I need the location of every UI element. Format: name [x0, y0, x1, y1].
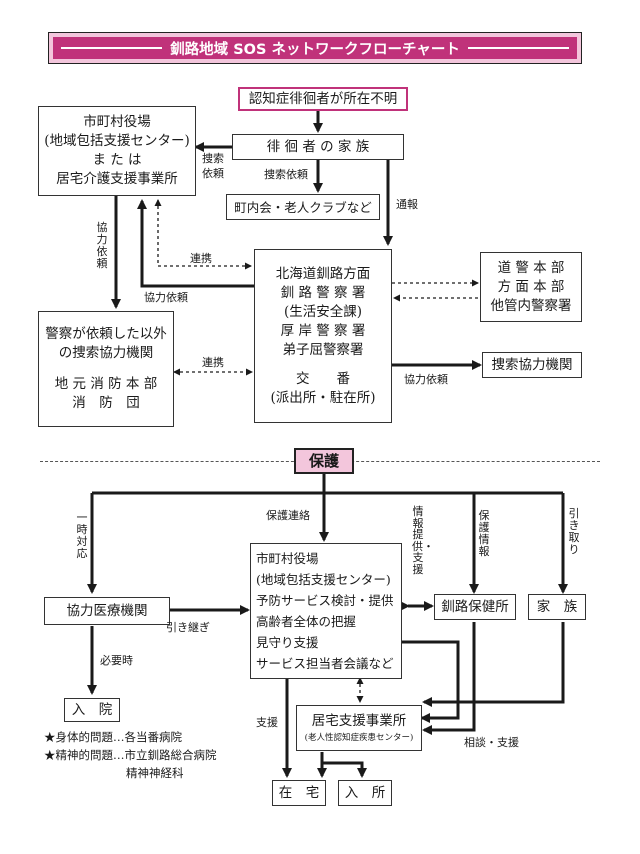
family-box: 徘 徊 者 の 家 族	[232, 134, 404, 160]
box-line: 市町村役場	[83, 114, 151, 130]
box-line: 方 面 本 部	[497, 278, 565, 295]
star-icon: ★	[44, 748, 56, 762]
box-line: の捜索協力機関	[58, 345, 154, 361]
note-item: ★身体的問題…各当番病院	[44, 728, 217, 746]
label-consult-support: 相談・支援	[464, 736, 519, 749]
arrow-care-to-admission	[322, 761, 367, 778]
label-search-request-2: 依頼	[202, 167, 224, 180]
health-center-box: 釧路保健所	[434, 594, 516, 620]
municipal-top-box: 市町村役場 (地域包括支援センター) ま た は 居宅介護支援事業所	[38, 106, 196, 196]
page-title: 釧路地域 SOS ネットワークフローチャート	[170, 41, 460, 58]
box-line: 認知症徘徊者が所在不明	[248, 90, 398, 107]
note-text: 精神神経科	[126, 766, 184, 780]
note-text: 精神的問題…市立釧路総合病院	[55, 748, 217, 762]
note-item: ★精神的問題…市立釧路総合病院	[44, 746, 217, 764]
admission-box: 入 所	[338, 780, 392, 806]
label-when-needed: 必要時	[100, 654, 133, 667]
box-line: 予防サービス検討・提供	[256, 593, 394, 608]
label-report: 通報	[396, 198, 418, 211]
box-line: 高齢者全体の把握	[256, 614, 357, 629]
box-line: 北海道釧路方面	[275, 265, 371, 282]
box-line: 在 宅	[278, 784, 320, 801]
hospitalize-box: 入 院	[64, 698, 120, 722]
box-line: 地 元 消 防 本 部	[54, 376, 158, 392]
box-line: 入 院	[71, 701, 113, 718]
arrow-health-center-to-care	[422, 622, 476, 735]
box-line: (老人性認知症疾患センター)	[304, 732, 414, 743]
title-banner: 釧路地域 SOS ネットワークフローチャート	[48, 32, 582, 64]
arrow-police-to-municipal	[137, 199, 254, 288]
box-line: 徘 徊 者 の 家 族	[266, 138, 370, 155]
box-line: (生活安全課)	[283, 303, 363, 320]
liaison-municipal-police	[154, 199, 252, 270]
police-hq-box: 道 警 本 部 方 面 本 部 他管内警察署	[480, 252, 582, 322]
search-coop-box: 捜索協力機関	[482, 352, 582, 378]
label-pickup: 引き取り	[568, 507, 580, 556]
label-search-request-1: 捜索	[202, 152, 224, 165]
label-coop-request-vertical: 協力依頼	[96, 221, 108, 270]
neighborhood-box: 町内会・老人クラブなど	[226, 194, 380, 220]
protect-box: 保護	[294, 448, 354, 474]
box-line: 他管内警察署	[490, 297, 572, 314]
box-line: ま た は	[92, 152, 142, 168]
police-box: 北海道釧路方面 釧 路 警 察 署 (生活安全課) 厚 岸 警 察 署 弟子屈警…	[254, 249, 392, 423]
label-handover: 引き継ぎ	[166, 621, 210, 634]
box-line: 交 番	[296, 370, 350, 387]
box-line: 道 警 本 部	[497, 259, 565, 276]
box-line: 居宅支援事業所	[311, 712, 407, 729]
label-info-support: 情報提供・支援	[412, 505, 434, 576]
box-line: 入 所	[344, 784, 386, 801]
family-bottom-box: 家 族	[528, 594, 586, 620]
municipal-bottom-box: 市町村役場 (地域包括支援センター) 予防サービス検討・提供 高齢者全体の把握 …	[250, 543, 402, 679]
notes-list: ★身体的問題…各当番病院 ★精神的問題…市立釧路総合病院 精神神経科	[44, 728, 217, 782]
box-line: 町内会・老人クラブなど	[234, 199, 372, 215]
box-line: 捜索協力機関	[491, 356, 573, 373]
label-temp-response: 一時対応	[76, 511, 88, 560]
label-liaison-2: 連携	[202, 356, 224, 369]
label-coop-request: 協力依頼	[144, 291, 188, 304]
box-line: 市町村役場	[256, 551, 319, 566]
box-line: (派出所・駐在所)	[270, 389, 376, 406]
label-liaison-1: 連携	[190, 252, 212, 265]
arrow-family-to-care	[422, 622, 565, 707]
box-line: 協力医療機関	[66, 602, 148, 619]
arrow-municipal-to-care	[402, 640, 460, 723]
missing-person-box: 認知症徘徊者が所在不明	[238, 87, 408, 111]
note-item: 精神神経科	[44, 764, 217, 782]
box-line: 見守り支援	[256, 635, 319, 650]
star-icon: ★	[44, 730, 56, 744]
label-protect-info: 保護情報	[478, 509, 490, 558]
box-line: 消 防 団	[72, 395, 140, 411]
box-line: 家 族	[536, 598, 578, 615]
label-protect-contact: 保護連絡	[266, 509, 310, 522]
note-text: 身体的問題…各当番病院	[55, 730, 183, 744]
search-other-box: 警察が依頼した以外 の捜索協力機関 地 元 消 防 本 部 消 防 団	[38, 311, 174, 427]
label-support: 支援	[256, 716, 278, 729]
box-line: サービス担当者会議など	[256, 656, 394, 671]
box-line: 居宅介護支援事業所	[56, 171, 178, 187]
medical-box: 協力医療機関	[44, 597, 170, 625]
box-line: 釧 路 警 察 署	[280, 284, 366, 301]
care-office-box: 居宅支援事業所 (老人性認知症疾患センター)	[296, 705, 422, 751]
box-line: 警察が依頼した以外	[45, 326, 167, 342]
home-box: 在 宅	[272, 780, 326, 806]
box-line: 弟子屈警察署	[282, 341, 364, 358]
label-search-request: 捜索依頼	[264, 168, 308, 181]
box-line: (地域包括支援センター)	[44, 133, 190, 149]
label-coop-request-2: 協力依頼	[404, 373, 448, 386]
box-line: 釧路保健所	[441, 598, 509, 615]
box-line: 保護	[308, 451, 339, 470]
box-line: 厚 岸 警 察 署	[280, 322, 366, 339]
box-line: (地域包括支援センター)	[256, 572, 391, 587]
